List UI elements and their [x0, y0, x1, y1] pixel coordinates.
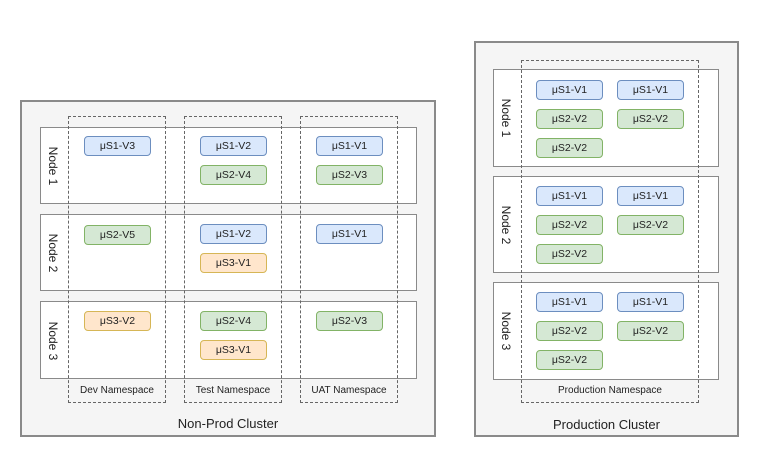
service-box: μS1-V1	[536, 80, 603, 100]
service-box: μS1-V1	[617, 292, 684, 312]
service-box: μS2-V3	[316, 311, 383, 331]
prod-node-3-label: Node 3	[499, 311, 513, 351]
service-box: μS2-V2	[617, 321, 684, 341]
service-box: μS2-V5	[84, 225, 151, 245]
production-namespace-label: Production Namespace	[558, 385, 662, 396]
service-box: μS2-V2	[536, 215, 603, 235]
service-box: μS3-V2	[84, 311, 151, 331]
service-box: μS3-V1	[200, 253, 267, 273]
service-box: μS1-V1	[536, 292, 603, 312]
production-namespace: Production Namespace	[521, 60, 699, 403]
dev-namespace: Dev Namespace	[68, 116, 166, 403]
nonprod-node-1-label: Node 1	[46, 146, 60, 186]
service-box: μS2-V2	[536, 138, 603, 158]
service-box: μS2-V2	[536, 350, 603, 370]
service-box: μS2-V4	[200, 165, 267, 185]
uat-namespace: UAT Namespace	[300, 116, 398, 403]
nonprod-node-3-label: Node 3	[46, 321, 60, 361]
service-box: μS1-V2	[200, 136, 267, 156]
nonprod-node-2-label: Node 2	[46, 233, 60, 273]
nonprod-cluster-title: Non-Prod Cluster	[177, 416, 279, 431]
service-box: μS2-V2	[617, 109, 684, 129]
service-box: μS1-V3	[84, 136, 151, 156]
uat-namespace-label: UAT Namespace	[311, 385, 387, 396]
service-box: μS1-V1	[617, 186, 684, 206]
service-box: μS1-V1	[316, 224, 383, 244]
service-box: μS2-V2	[536, 321, 603, 341]
service-box: μS2-V2	[617, 215, 684, 235]
service-box: μS2-V3	[316, 165, 383, 185]
service-box: μS1-V2	[200, 224, 267, 244]
service-box: μS1-V1	[316, 136, 383, 156]
prod-node-1-label: Node 1	[499, 98, 513, 138]
prod-node-2-label: Node 2	[499, 205, 513, 245]
dev-namespace-label: Dev Namespace	[80, 385, 154, 396]
production-cluster-title: Production Cluster	[553, 417, 660, 432]
service-box: μS2-V4	[200, 311, 267, 331]
service-box: μS1-V1	[617, 80, 684, 100]
service-box: μS1-V1	[536, 186, 603, 206]
test-namespace: Test Namespace	[184, 116, 282, 403]
service-box: μS2-V2	[536, 109, 603, 129]
service-box: μS2-V2	[536, 244, 603, 264]
service-box: μS3-V1	[200, 340, 267, 360]
test-namespace-label: Test Namespace	[195, 385, 271, 396]
